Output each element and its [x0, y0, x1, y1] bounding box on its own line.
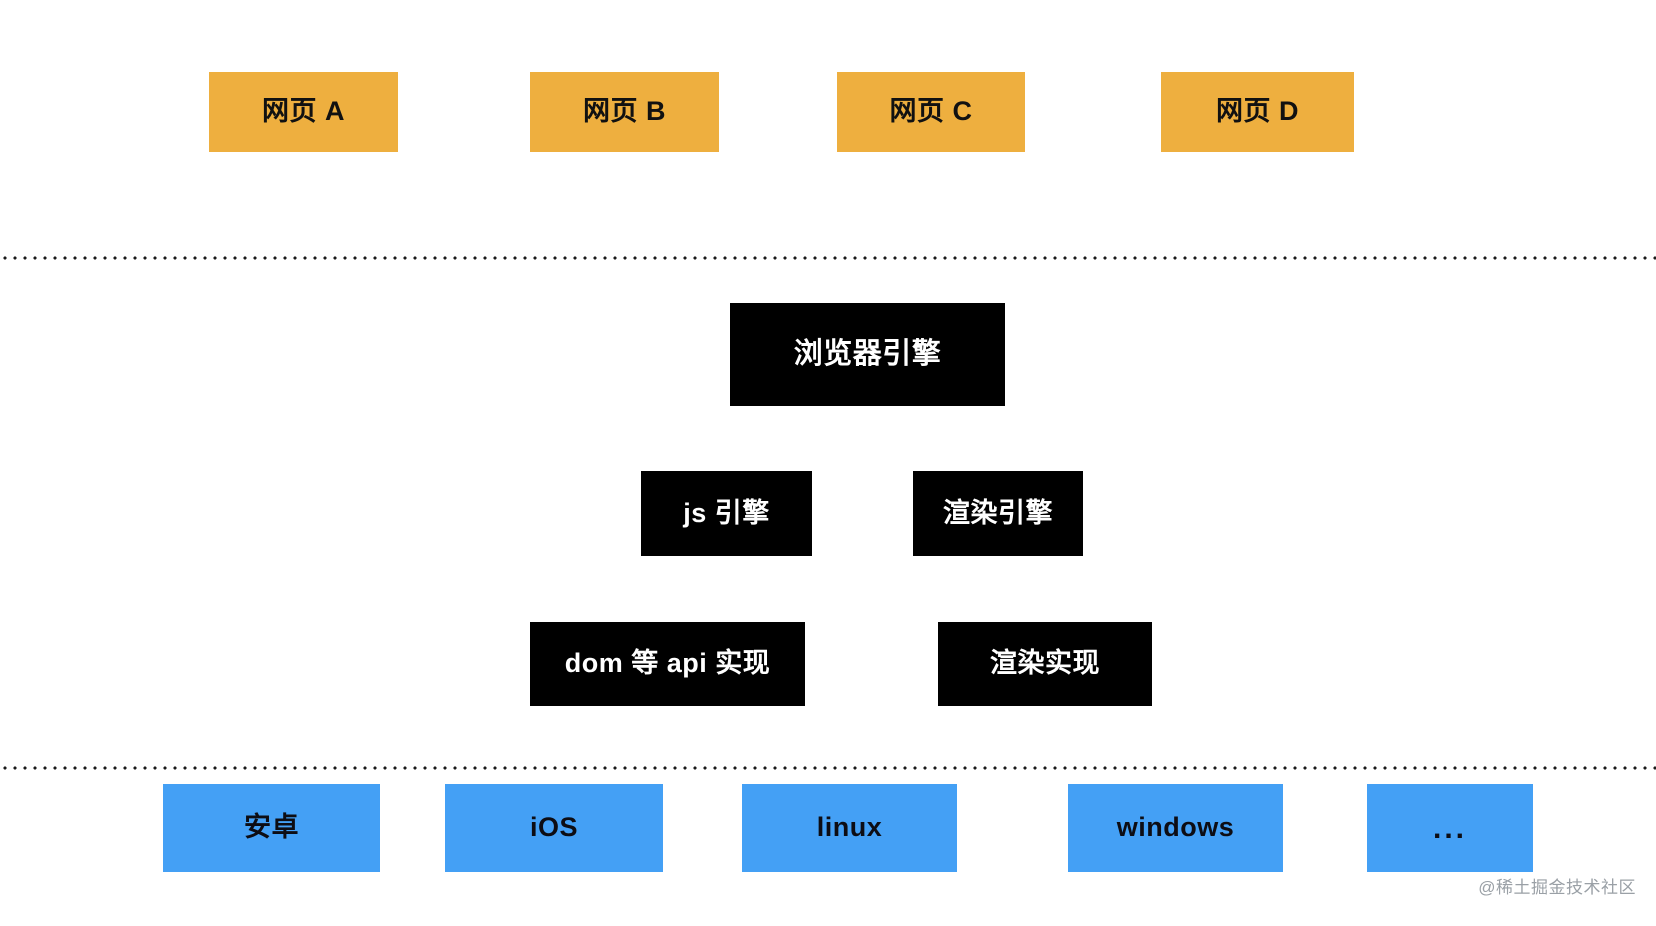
os-box-1: 安卓: [163, 784, 380, 872]
web-page-box-label: 网页 B: [583, 96, 666, 127]
os-box-2: iOS: [445, 784, 663, 872]
divider-engine-os: [0, 766, 1656, 770]
os-box-4: windows: [1068, 784, 1283, 872]
engine-box-2: js 引擎: [641, 471, 812, 556]
engine-box-4: dom 等 api 实现: [530, 622, 805, 706]
engine-box-5: 渲染实现: [938, 622, 1152, 706]
os-box-label: linux: [816, 812, 883, 843]
engine-box-label: js 引擎: [683, 497, 770, 528]
engine-box-label: dom 等 api 实现: [564, 648, 771, 679]
web-page-box-1: 网页 A: [209, 72, 398, 152]
os-box-label: iOS: [529, 812, 578, 843]
engine-box-label: 渲染实现: [990, 648, 1100, 679]
engine-box-3: 渲染引擎: [913, 471, 1083, 556]
engine-box-1: 浏览器引擎: [730, 303, 1005, 406]
web-page-box-label: 网页 C: [889, 96, 973, 127]
divider-pages-engine: [0, 256, 1656, 260]
web-page-box-label: 网页 D: [1216, 96, 1299, 127]
os-box-label: windows: [1116, 812, 1235, 843]
os-box-label: ...: [1432, 811, 1467, 845]
web-page-box-3: 网页 C: [837, 72, 1025, 152]
os-box-label: 安卓: [244, 812, 299, 843]
os-box-3: linux: [742, 784, 957, 872]
engine-box-label: 浏览器引擎: [793, 337, 942, 370]
web-page-box-2: 网页 B: [530, 72, 719, 152]
watermark: @稀土掘金技术社区: [1478, 878, 1636, 897]
web-page-box-4: 网页 D: [1161, 72, 1354, 152]
engine-box-label: 渲染引擎: [943, 497, 1053, 528]
os-box-5: ...: [1367, 784, 1533, 872]
web-page-box-label: 网页 A: [262, 96, 345, 127]
